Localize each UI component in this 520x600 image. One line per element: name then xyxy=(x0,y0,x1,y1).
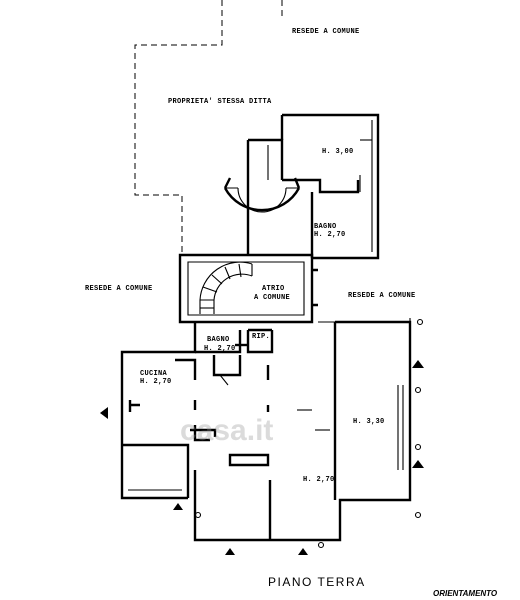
label-bagno-lower: BAGNO xyxy=(207,336,230,344)
label-room-h270: H. 2,70 xyxy=(303,476,335,484)
orientation-markers xyxy=(100,360,424,555)
lower-block-walls xyxy=(120,320,412,542)
label-cucina: CUCINA xyxy=(140,370,168,378)
label-bagno-lower-h: H. 2,70 xyxy=(204,345,236,353)
label-proprieta: PROPRIETA' STESSA DITTA xyxy=(168,98,272,106)
label-bagno-upper: BAGNO xyxy=(314,223,337,231)
label-bagno-upper-h: H. 2,70 xyxy=(314,231,346,239)
label-atrio-2: A COMUNE xyxy=(254,294,290,302)
label-room-h330: H. 3,30 xyxy=(353,418,385,426)
label-cucina-h: H. 2,70 xyxy=(140,378,172,386)
label-rip: RIP. xyxy=(252,333,270,341)
atrio-block xyxy=(178,253,424,326)
upper-block-walls xyxy=(223,113,380,260)
watermark-text: casa.it xyxy=(180,414,273,447)
property-boundary xyxy=(134,0,283,255)
label-resede-left: RESEDE A COMUNE xyxy=(85,285,153,293)
label-room-h300: H. 3,00 xyxy=(322,148,354,156)
label-resede-right: RESEDE A COMUNE xyxy=(348,292,416,300)
orientation-label: ORIENTAMENTO xyxy=(433,589,498,598)
plan-title: PIANO TERRA xyxy=(268,575,366,589)
label-resede-top: RESEDE A COMUNE xyxy=(292,28,360,36)
label-atrio-1: ATRIO xyxy=(262,285,285,293)
